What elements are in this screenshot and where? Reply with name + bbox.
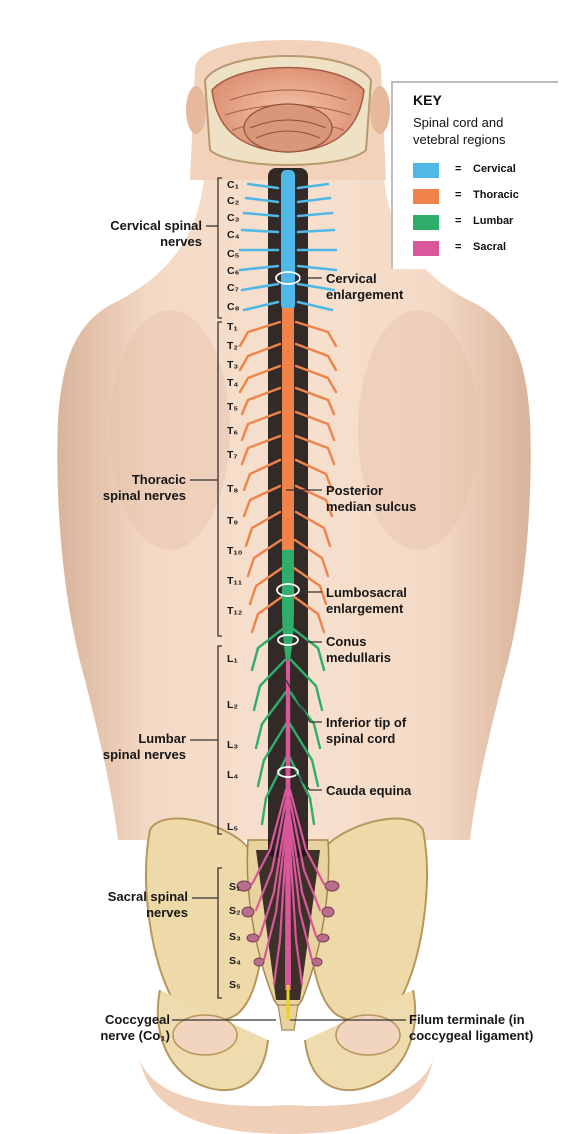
segment-label-thoracic-9: T₉ — [227, 515, 239, 527]
segment-label-lumbar-3: L₃ — [227, 739, 239, 751]
segment-label-thoracic-7: T₇ — [227, 449, 238, 461]
conus-medullaris-label: Conus medullaris — [326, 634, 392, 665]
legend-equals: = — [455, 241, 462, 253]
legend-swatch-thoracic — [413, 189, 439, 204]
segment-label-cervical-8: C₈ — [227, 301, 240, 313]
legend-swatch-cervical — [413, 163, 439, 178]
segment-label-sacral-4: S₄ — [229, 955, 242, 967]
cord-lumbar — [282, 550, 294, 675]
lumbosacral-enlargement-label: Lumbosacral enlargement — [326, 585, 407, 616]
segment-label-thoracic-6: T₆ — [227, 425, 239, 437]
cord-cervical — [281, 170, 295, 310]
legend-swatch-sacral — [413, 241, 439, 256]
segment-label-cervical-5: C₅ — [227, 248, 240, 260]
segment-label-sacral-1: S₁ — [229, 881, 241, 893]
posterior-median-sulcus-label: Posterior median sulcus — [326, 483, 417, 514]
legend-swatch-lumbar — [413, 215, 439, 230]
segment-label-thoracic-3: T₃ — [227, 359, 239, 371]
legend-label-sacral: Sacral — [473, 241, 507, 253]
legend-equals: = — [455, 189, 462, 201]
segment-label-cervical-4: C₄ — [227, 229, 240, 241]
inferior-tip-label: Inferior tip of spinal cord — [326, 715, 407, 746]
pelvis-bone — [145, 817, 266, 1022]
legend-title: KEY — [413, 92, 442, 108]
legend-subtitle: Spinal cord and vetebral regions — [413, 115, 506, 147]
segment-label-cervical-7: C₇ — [227, 282, 239, 294]
cord-sacral — [285, 660, 291, 990]
filum-terminale-label: Filum terminale (in coccygeal ligament) — [409, 1012, 534, 1043]
segment-label-thoracic-10: T₁₀ — [227, 545, 243, 557]
thoracic-spinal-nerves-label: Thoracic spinal nerves — [102, 472, 186, 503]
legend-equals: = — [455, 163, 462, 175]
segment-label-cervical-3: C₃ — [227, 212, 240, 224]
segment-label-thoracic-12: T₁₂ — [227, 605, 243, 617]
segment-label-cervical-6: C₆ — [227, 265, 240, 277]
cauda-equina-label: Cauda equina — [326, 783, 412, 798]
segment-label-sacral-3: S₃ — [229, 931, 241, 943]
legend-label-cervical: Cervical — [473, 163, 516, 175]
cervical-spinal-nerves-label: Cervical spinal nerves — [110, 218, 202, 249]
segment-label-lumbar-2: L₂ — [227, 699, 239, 711]
cervical-enlargement-label: Cervical enlargement — [326, 271, 404, 302]
legend: KEY Spinal cord and vetebral regions = C… — [391, 81, 558, 269]
segment-label-lumbar-5: L₅ — [227, 821, 239, 833]
lumbar-spinal-nerves-label: Lumbar spinal nerves — [102, 731, 186, 762]
legend-label-lumbar: Lumbar — [473, 215, 514, 227]
cord-thoracic — [282, 308, 294, 552]
legend-label-thoracic: Thoracic — [473, 189, 519, 201]
segment-label-thoracic-5: T₅ — [227, 401, 239, 413]
sacral-spinal-nerves-label: Sacral spinal nerves — [107, 889, 188, 920]
segment-label-thoracic-4: T₄ — [227, 377, 239, 389]
segment-label-cervical-1: C₁ — [227, 179, 239, 191]
coccygeal-nerve-label: Coccygeal nerve (Co₁) — [100, 1012, 170, 1043]
legend-equals: = — [455, 215, 462, 227]
segment-label-thoracic-8: T₈ — [227, 483, 239, 495]
segment-label-lumbar-4: L₄ — [227, 769, 239, 781]
segment-label-thoracic-2: T₂ — [227, 340, 239, 352]
segment-label-thoracic-11: T₁₁ — [227, 575, 243, 587]
segment-label-thoracic-1: T₁ — [227, 321, 238, 333]
segment-label-cervical-2: C₂ — [227, 195, 240, 207]
segment-label-sacral-2: S₂ — [229, 905, 241, 917]
segment-label-lumbar-1: L₁ — [227, 653, 238, 665]
segment-label-sacral-5: S₅ — [229, 979, 241, 991]
